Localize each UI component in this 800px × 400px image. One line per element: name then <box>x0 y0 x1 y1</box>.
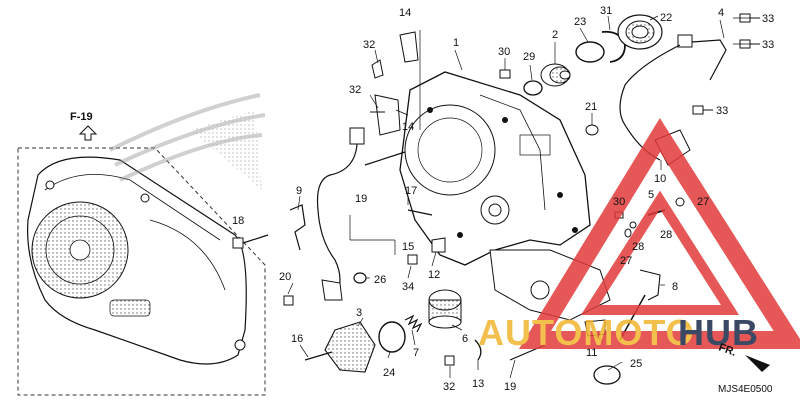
callout-7: 7 <box>413 347 419 359</box>
callout-34: 34 <box>402 281 414 293</box>
callout-numbers: 1 2 3 4 5 6 7 8 9 10 11 12 13 14 14 15 1… <box>232 5 774 393</box>
watermark-text-auto: AUTOMOTO <box>478 312 695 353</box>
callout-11: 11 <box>586 347 597 359</box>
callout-19b: 19 <box>504 381 516 393</box>
reference-f19: F-19 <box>70 111 98 141</box>
callout-33a: 33 <box>762 13 774 25</box>
callout-19a: 19 <box>355 193 367 205</box>
callout-32c: 32 <box>443 381 455 393</box>
callout-1: 1 <box>453 37 459 49</box>
callout-4: 4 <box>718 7 724 19</box>
inner-triangle-icon <box>580 190 740 315</box>
callout-33b: 33 <box>762 39 774 51</box>
part-30-dowel-pin <box>499 69 511 79</box>
part-12-bracket <box>431 237 446 253</box>
bolts-33 <box>692 13 760 115</box>
callout-15: 15 <box>402 241 414 253</box>
part-29-o-ring <box>523 80 543 96</box>
callout-27a: 27 <box>697 196 709 208</box>
callout-6: 6 <box>462 333 468 345</box>
callout-33c: 33 <box>716 105 728 117</box>
part-2-seal-holder <box>540 63 571 87</box>
reference-frame <box>17 147 266 396</box>
callout-22: 22 <box>660 12 672 24</box>
callout-18: 18 <box>232 215 244 227</box>
catalog-code: MJS4E0500 <box>718 384 773 395</box>
callout-13: 13 <box>472 378 484 390</box>
reference-label: F-19 <box>70 111 93 123</box>
callout-29: 29 <box>523 51 535 63</box>
part-16-bolt <box>304 351 333 361</box>
callout-3: 3 <box>356 307 362 319</box>
arrow-right-icon <box>745 355 770 372</box>
part-21-washer <box>585 124 599 136</box>
callout-25: 25 <box>630 358 642 370</box>
left-side-cover <box>27 156 247 365</box>
crankcase-cover-main <box>399 71 611 321</box>
part-22-bearing <box>617 14 663 50</box>
watermark-logo: AUTOMOTO HUB <box>478 117 800 353</box>
callout-14b: 14 <box>402 121 414 133</box>
callout-23: 23 <box>574 16 586 28</box>
callout-20: 20 <box>279 271 291 283</box>
part-9-bracket <box>289 204 306 251</box>
callout-12: 12 <box>428 269 440 281</box>
callout-10: 10 <box>654 173 666 185</box>
callout-30a: 30 <box>498 46 510 58</box>
callout-14a: 14 <box>399 7 411 19</box>
part-24-o-ring <box>378 321 406 353</box>
part-17-bolt <box>407 209 433 216</box>
callout-17: 17 <box>405 185 417 197</box>
warning-triangle-icon <box>518 117 800 349</box>
part-19-bolt-upper <box>364 151 406 166</box>
part-32-bolt <box>444 355 455 366</box>
callout-28a: 28 <box>660 229 672 241</box>
wing-emblem <box>109 93 266 190</box>
callout-24: 24 <box>383 367 395 379</box>
part-25-o-ring <box>593 365 621 385</box>
callout-32a: 32 <box>363 39 375 51</box>
callout-31: 31 <box>600 5 612 17</box>
callout-9: 9 <box>296 185 302 197</box>
callout-27b: 27 <box>620 255 632 267</box>
part-18-bolt <box>232 234 269 249</box>
part-6-oil-filter <box>428 289 462 329</box>
callout-16: 16 <box>291 333 303 345</box>
watermark-text-hub: HUB <box>678 312 759 353</box>
callout-21: 21 <box>585 101 597 113</box>
part-14-bracket <box>370 31 419 136</box>
callout-30b: 30 <box>613 196 625 208</box>
callout-26: 26 <box>374 274 386 286</box>
part-23-o-ring <box>575 41 605 63</box>
callout-32b: 32 <box>349 84 361 96</box>
direction-label: FR. <box>717 342 738 359</box>
part-7-spring <box>404 314 423 333</box>
callout-8: 8 <box>672 281 678 293</box>
part-34-bolt <box>407 254 418 265</box>
front-direction-indicator: FR. <box>717 342 770 372</box>
part-20-bolt <box>283 295 294 306</box>
callout-5: 5 <box>648 189 654 201</box>
part-3-cover-plate <box>324 321 376 373</box>
part-15-wire-harness <box>316 127 365 301</box>
callout-2: 2 <box>552 29 558 41</box>
up-arrow-icon <box>78 125 98 141</box>
callout-28b: 28 <box>632 241 644 253</box>
part-26-o-ring <box>353 272 367 284</box>
part-13-clip <box>474 339 482 361</box>
